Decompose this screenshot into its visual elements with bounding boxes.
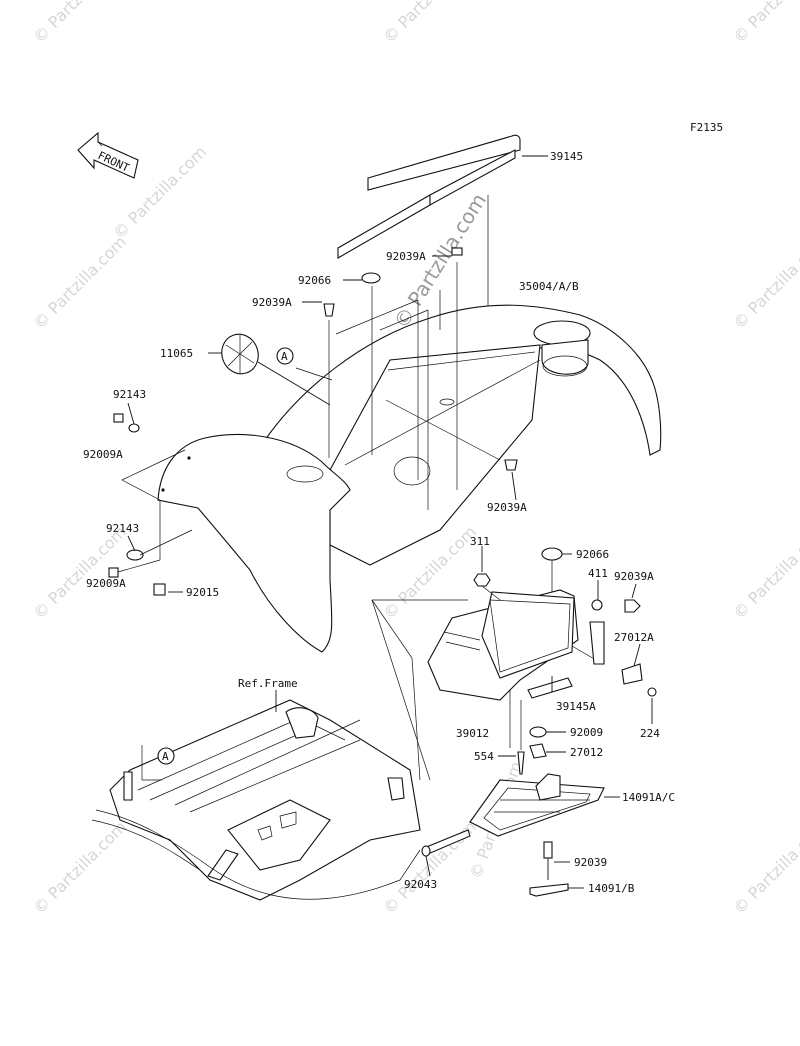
side-panel [157,434,351,653]
fastener-92039A-mid [504,459,518,501]
latch-27012A [589,621,657,724]
part-label-92066: 92066 [576,548,609,561]
part-label-35004: 35004/A/B [519,280,579,293]
fasteners-lower [498,690,566,775]
part-label-92043: 92043 [404,878,437,891]
callout-a-top: A [276,347,294,365]
reference-lines [295,286,501,510]
watermark-text: © Partzilla.com [29,0,130,47]
part-label-92039A: 92039A [386,250,426,263]
part-label-92143: 92143 [106,522,139,535]
part-label-92039A: 92039A [487,501,527,514]
watermark-text: © Partzilla.com [729,817,800,918]
part-label-92009A: 92009A [86,577,126,590]
ref-frame-label: Ref.Frame [238,677,298,690]
part-label-554: 554 [474,750,494,763]
fastener-92066-top [343,272,381,284]
seal-strip-39145 [337,134,548,372]
watermark-text: © Partzilla.com [29,232,130,333]
part-label-11065: 11065 [160,347,193,360]
grommet-11065 [208,333,331,406]
pin-92043 [421,829,471,877]
part-label-39012: 39012 [456,727,489,740]
front-fender [264,304,662,566]
watermark-text: © Partzilla.com [379,0,480,47]
seal-39145A [527,645,597,699]
fastener-92039A-left [302,301,335,458]
part-label-92039: 92039 [574,856,607,869]
callout-a-bottom: A [157,747,175,765]
diagram-code: F2135 [690,121,723,134]
part-label-92143: 92143 [113,388,146,401]
part-label-92015: 92015 [186,586,219,599]
part-label-92009: 92009 [570,726,603,739]
part-label-39145: 39145 [550,150,583,163]
watermark-text: © Partzilla.com [729,0,800,47]
callout-a-label: A [281,350,288,363]
watermark-text: © Partzilla.com [29,817,130,918]
fastener-92039A-top [432,247,463,490]
storage-box-39012 [371,589,579,781]
lid-14091 [469,773,620,837]
fasteners-right [473,546,641,613]
fasteners-left [108,402,193,596]
part-label-39145A: 39145A [556,700,596,713]
part-label-92066: 92066 [298,274,331,287]
part-labels: 39145 92039A 92066 92039A 35004/A/B 1106… [83,150,675,895]
part-label-411: 411 [588,567,608,580]
part-label-92039A: 92039A [614,570,654,583]
part-label-14091B: 14091/B [588,882,635,895]
part-label-224: 224 [640,727,660,740]
part-label-14091AC: 14091A/C [622,791,675,804]
callout-a-label: A [162,750,169,763]
handle-14091B [529,841,584,897]
part-label-92009A: 92009A [83,448,123,461]
frame-detail [91,599,431,901]
front-arrow-icon: FRONT [77,131,139,179]
part-label-27012A: 27012A [614,631,654,644]
part-label-27012: 27012 [570,746,603,759]
watermark-text: © Partzilla.com [729,232,800,333]
part-label-92039A: 92039A [252,296,292,309]
part-label-311: 311 [470,535,490,548]
watermark-text: © Partzilla.com [729,522,800,623]
